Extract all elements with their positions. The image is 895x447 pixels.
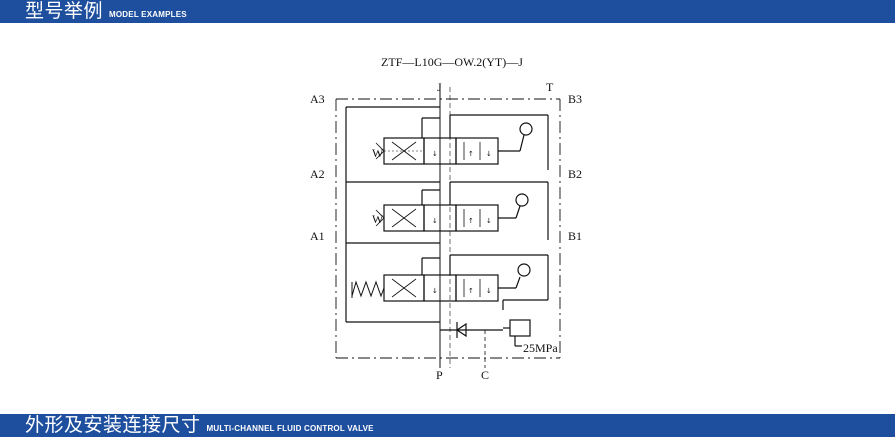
port-label-A3: A3 <box>310 92 325 106</box>
port-label-C: C <box>481 368 489 382</box>
left-passage-lines <box>345 106 440 323</box>
port-label-A1: A1 <box>310 229 325 243</box>
svg-text:↓: ↓ <box>432 287 438 295</box>
port-label-A2: A2 <box>310 167 325 181</box>
svg-text:↑: ↑ <box>468 217 474 225</box>
port-label-P: P <box>436 368 443 382</box>
svg-text:↓: ↓ <box>432 217 438 225</box>
svg-text:↓: ↓ <box>432 150 438 158</box>
section-header-model-examples: 型号举例 MODEL EXAMPLES <box>0 0 895 23</box>
svg-text:↓: ↓ <box>486 150 492 158</box>
port-label-B3: B3 <box>568 92 582 106</box>
pressure-circuit <box>440 319 531 368</box>
svg-text:↑: ↑ <box>468 287 474 295</box>
right-passage-lines <box>449 114 549 310</box>
spring-label-top: W <box>372 146 384 160</box>
spring-label-mid: W <box>372 212 384 226</box>
valve-section-1 <box>351 263 531 302</box>
model-code: ZTF—L10G—OW.2(YT)—J <box>381 55 523 69</box>
port-label-B2: B2 <box>568 167 582 181</box>
svg-text:↓: ↓ <box>486 217 492 225</box>
section-title-en: MULTI-CHANNEL FLUID CONTROL VALVE <box>206 424 374 433</box>
port-label-J: J <box>437 80 442 94</box>
relief-valve <box>509 319 531 337</box>
section-title-en: MODEL EXAMPLES <box>109 10 187 19</box>
valve-section-2 <box>375 193 529 232</box>
svg-text:↓: ↓ <box>486 287 492 295</box>
section-header-dimensions: 外形及安装连接尺寸 MULTI-CHANNEL FLUID CONTROL VA… <box>0 414 895 437</box>
section-title-zh: 型号举例 <box>25 0 104 22</box>
section-title-zh: 外形及安装连接尺寸 <box>25 414 201 436</box>
valve-section-3 <box>375 122 533 165</box>
relief-setting-label: 25MPa <box>523 341 558 355</box>
port-label-B1: B1 <box>568 229 582 243</box>
boundary-dashdot <box>335 98 561 359</box>
svg-text:↑: ↑ <box>468 150 474 158</box>
port-label-T: T <box>546 80 554 94</box>
